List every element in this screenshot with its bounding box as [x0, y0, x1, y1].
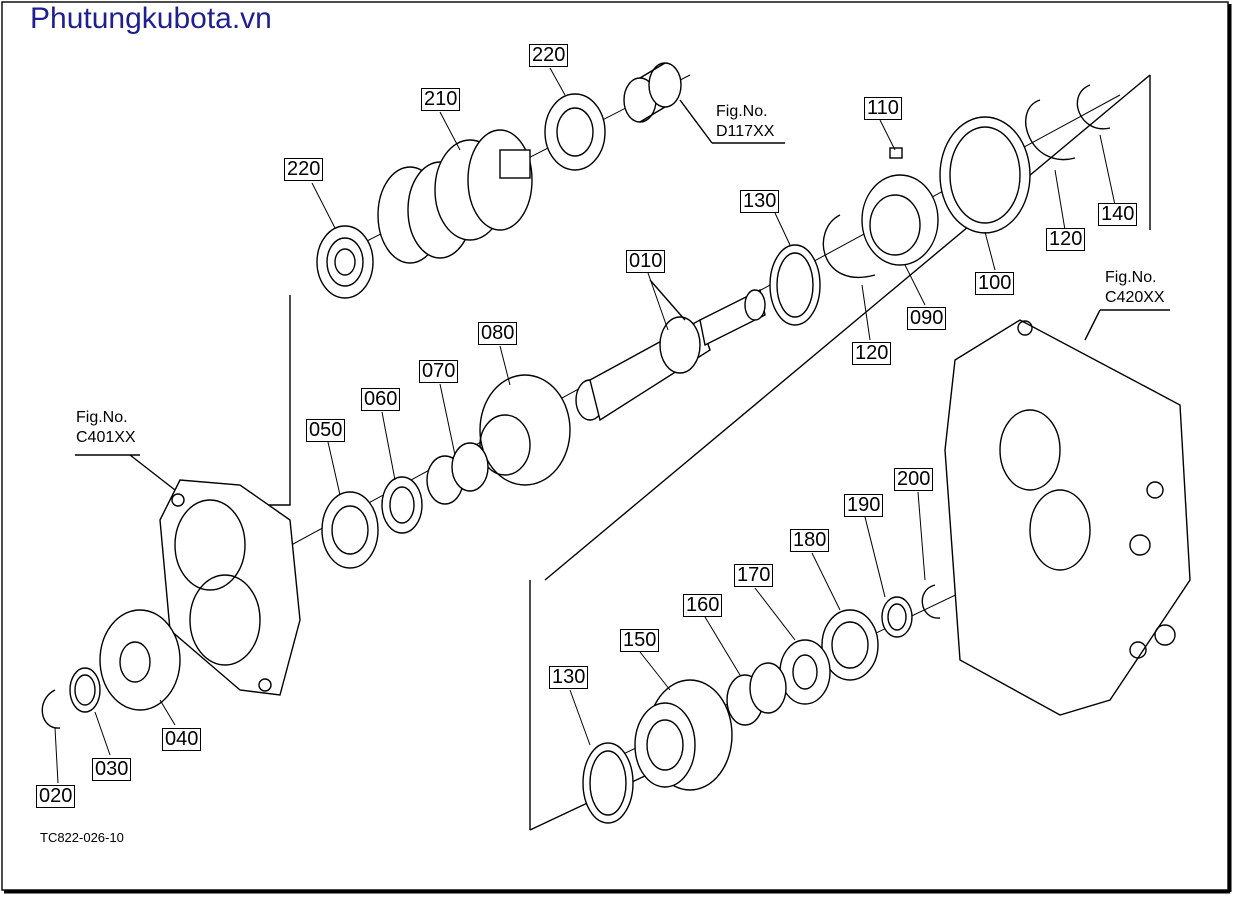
callout-210: 210: [421, 88, 461, 111]
shaft-010: [575, 288, 766, 422]
bearing-220-right: [544, 93, 606, 171]
gear-080: [479, 374, 571, 486]
drawing-code: TC822-026-10: [40, 830, 124, 845]
bearing-180: [821, 609, 879, 681]
callout-120-upper: 120: [1046, 228, 1086, 251]
callout-090: 090: [907, 307, 947, 330]
callout-220-left: 220: [284, 158, 324, 181]
callout-120-lower: 120: [852, 342, 892, 365]
brand-watermark: Phutungkubota.vn: [30, 2, 272, 35]
housing-c401: [159, 479, 301, 696]
washer-030: [69, 667, 101, 713]
figref-c420-line2: C420XX: [1105, 289, 1165, 306]
callout-190: 190: [844, 494, 884, 517]
figref-c420-line1: Fig.No.: [1105, 269, 1157, 286]
callout-100: 100: [975, 272, 1015, 295]
callout-070: 070: [419, 360, 459, 383]
figref-d117-line1: Fig.No.: [716, 103, 768, 120]
sleeve-100: [939, 116, 1031, 234]
callout-040: 040: [162, 728, 202, 751]
callout-180: 180: [790, 529, 830, 552]
collar-170: [779, 639, 831, 705]
figref-d117-line2: D117XX: [716, 123, 775, 140]
callout-080: 080: [478, 322, 518, 345]
washer-190: [881, 596, 913, 638]
hub-090: [861, 147, 939, 266]
callout-140: 140: [1098, 203, 1138, 226]
callout-110: 110: [864, 97, 902, 120]
housing-c420: [944, 319, 1191, 716]
callout-130-upper: 130: [740, 190, 780, 213]
needle-160: [726, 662, 787, 726]
bearing-050: [321, 491, 379, 569]
figref-c420: Fig.No. C420XX: [1105, 268, 1165, 308]
callout-130-lower: 130: [549, 666, 589, 689]
collar-060: [381, 476, 423, 534]
figref-c401-line2: C401XX: [76, 429, 136, 446]
callout-150: 150: [620, 629, 660, 652]
gear-210: [377, 129, 533, 264]
needle-070: [426, 442, 489, 505]
callout-020: 020: [36, 785, 76, 808]
callout-160: 160: [683, 594, 723, 617]
callout-220-right: 220: [529, 44, 569, 67]
figref-c401-line1: Fig.No.: [76, 409, 128, 426]
callout-170: 170: [734, 564, 774, 587]
ring-130-upper: [769, 244, 821, 326]
callout-010: 010: [626, 250, 666, 273]
ring-130-lower: [582, 742, 634, 824]
gear-150: [634, 679, 733, 791]
sleeve-d117: [623, 62, 682, 123]
bearing-220-left: [316, 225, 374, 299]
callout-030: 030: [92, 758, 132, 781]
callout-200: 200: [894, 468, 934, 491]
figref-d117: Fig.No. D117XX: [716, 102, 774, 142]
figref-c401: Fig.No. C401XX: [76, 408, 136, 448]
callout-050: 050: [306, 419, 346, 442]
gear-040: [99, 609, 181, 711]
callout-060: 060: [361, 388, 401, 411]
